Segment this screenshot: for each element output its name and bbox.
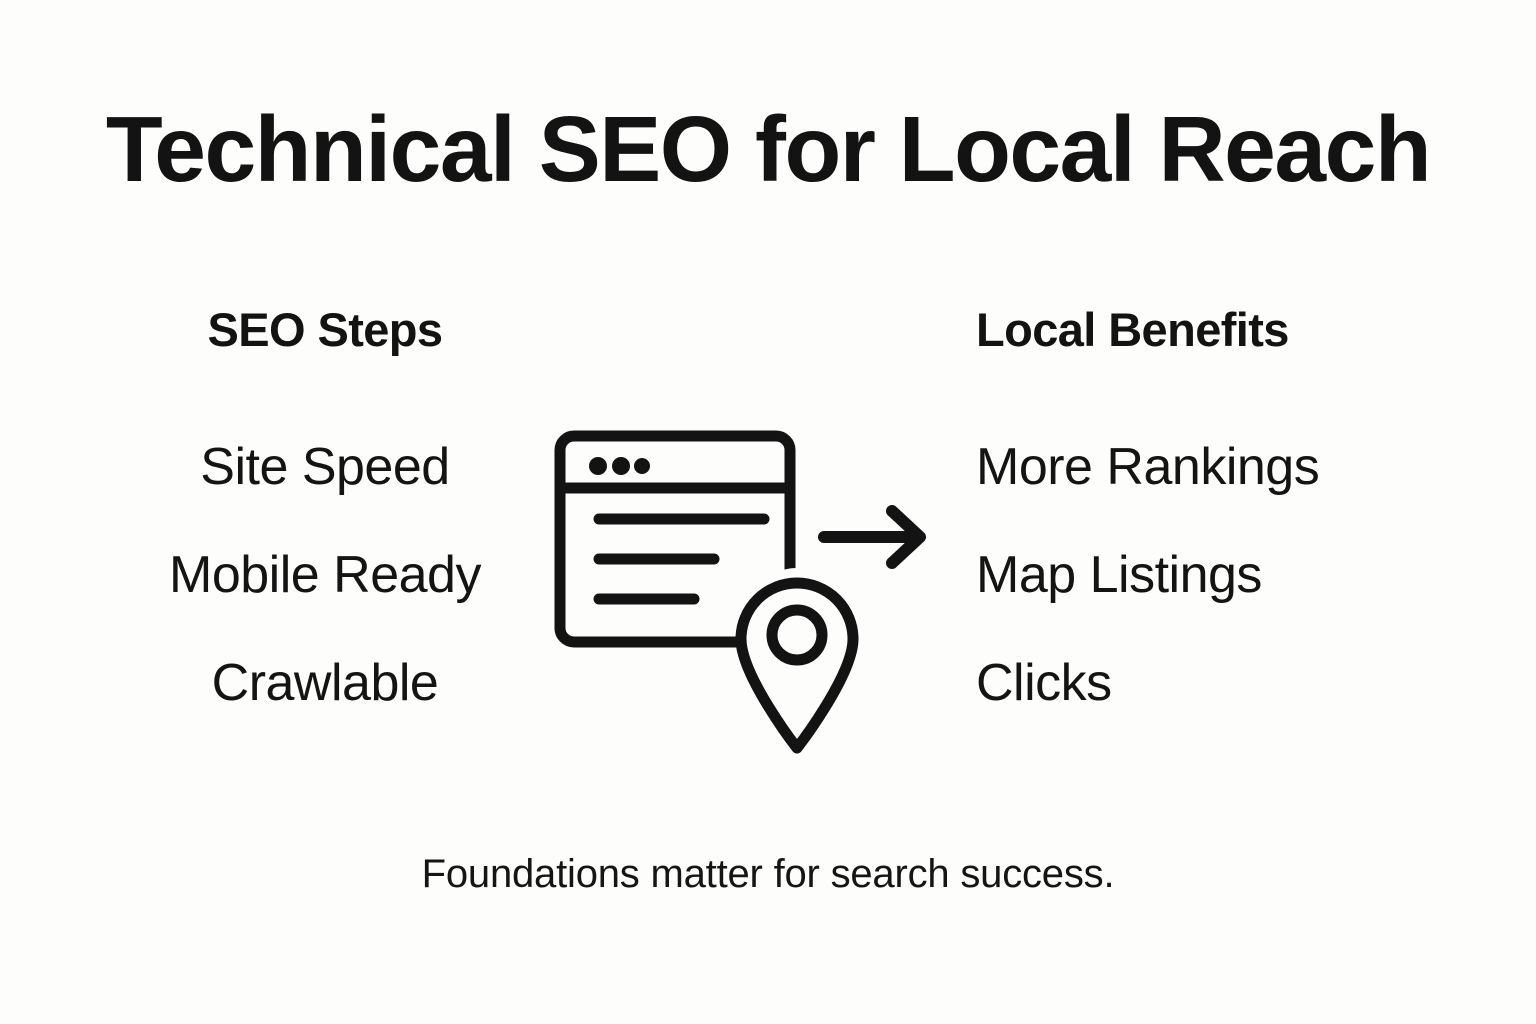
list-item: Clicks [976,654,1112,712]
list-item: Map Listings [976,546,1262,604]
list-item: Site Speed [200,438,450,496]
list-item: More Rankings [976,438,1320,496]
browser-window-icon [554,430,796,648]
browser-window-arrow-map-pin-illustration [552,424,952,764]
seo-steps-list: Site Speed Mobile Ready Crawlable [112,441,538,713]
column-header-seo-steps: SEO Steps [207,303,444,356]
map-pin-icon [735,577,859,754]
column-local-benefits: Local Benefits More Rankings Map Listing… [976,306,1446,713]
arrow-right-icon [818,505,926,569]
list-item: Crawlable [211,654,439,712]
browser-dot-icon [612,457,630,475]
page-title: Technical SEO for Local Reach [105,97,1432,201]
list-item: Mobile Ready [169,546,481,604]
local-benefits-list: More Rankings Map Listings Clicks [976,441,1446,713]
browser-dot-icon [634,458,650,474]
footer-caption: Foundations matter for search success. [421,852,1115,896]
column-header-local-benefits: Local Benefits [976,303,1289,356]
column-seo-steps: SEO Steps Site Speed Mobile Ready Crawla… [112,306,538,713]
browser-dot-icon [589,457,607,475]
